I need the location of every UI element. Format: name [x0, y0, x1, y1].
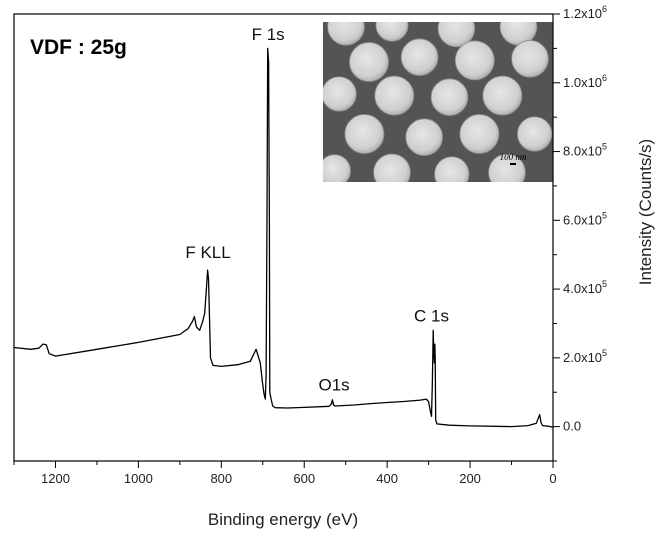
y-tick-exponent: 5: [602, 210, 607, 220]
inset-sphere: [327, 22, 365, 46]
y-tick-label: 6.0x105: [563, 210, 607, 227]
inset-scale-label: 100 nm: [500, 152, 527, 162]
inset-sphere: [323, 76, 357, 112]
inset-sphere: [323, 154, 351, 182]
spectrum-line: [13, 47, 554, 428]
inset-sphere: [454, 40, 495, 81]
x-axis: 1200 1000 800 600 400 200 0: [13, 461, 557, 486]
inset-sphere: [434, 156, 470, 182]
y-tick-label: 0.0: [563, 419, 581, 434]
chart-title: VDF : 25g: [30, 36, 127, 59]
y-tick-label: 1.0x106: [563, 73, 607, 90]
inset-sphere: [344, 114, 385, 154]
x-tick-label: 1000: [124, 471, 153, 486]
peak-label: F KLL: [185, 243, 230, 262]
inset-sphere: [459, 114, 500, 154]
inset-sphere: [437, 22, 476, 48]
y-tick-label: 1.2x106: [563, 4, 607, 21]
inset-sphere: [405, 118, 444, 156]
inset-sphere: [400, 38, 439, 77]
inset-sphere: [373, 153, 411, 182]
x-tick-label: 1200: [41, 471, 70, 486]
peak-label: O1s: [318, 376, 349, 395]
inset-sphere: [430, 78, 469, 116]
inset-sphere: [488, 153, 526, 182]
y-tick-label: 8.0x105: [563, 142, 607, 159]
y-tick-label: 2.0x105: [563, 348, 607, 365]
peak-annotations: F 1s F KLL C 1s O1s: [185, 25, 449, 395]
inset-sphere: [375, 22, 409, 42]
sem-inset: 100 nm: [323, 22, 553, 182]
y-tick-exponent: 6: [602, 73, 607, 83]
plot-frame: [13, 13, 554, 462]
x-tick-label: 800: [210, 471, 232, 486]
inset-scale-bar: [510, 163, 516, 165]
inset-sphere: [511, 40, 549, 78]
peak-label: F 1s: [252, 25, 285, 44]
x-tick-label: 600: [293, 471, 315, 486]
inset-sphere: [482, 75, 523, 116]
x-axis-title: Binding energy (eV): [208, 510, 358, 529]
x-tick-label: 200: [459, 471, 481, 486]
peak-label: C 1s: [414, 307, 449, 326]
y-tick-exponent: 5: [602, 348, 607, 358]
x-tick-label: 0: [549, 471, 556, 486]
inset-sphere: [516, 116, 553, 152]
y-axis: 0.0 2.0x105 4.0x105 6.0x105 8.0x105 1.0x106 1.…: [553, 4, 607, 462]
y-axis-title: Intensity (Counts/s): [636, 139, 655, 285]
x-tick-label: 400: [376, 471, 398, 486]
y-tick-exponent: 5: [602, 142, 607, 152]
spectrum-layer: [13, 47, 554, 428]
y-tick-label: 4.0x105: [563, 279, 607, 296]
inset-spheres: [323, 22, 553, 182]
inset-sphere: [374, 75, 415, 116]
inset-sphere: [349, 42, 389, 82]
y-tick-exponent: 5: [602, 279, 607, 289]
y-tick-exponent: 6: [602, 4, 607, 14]
